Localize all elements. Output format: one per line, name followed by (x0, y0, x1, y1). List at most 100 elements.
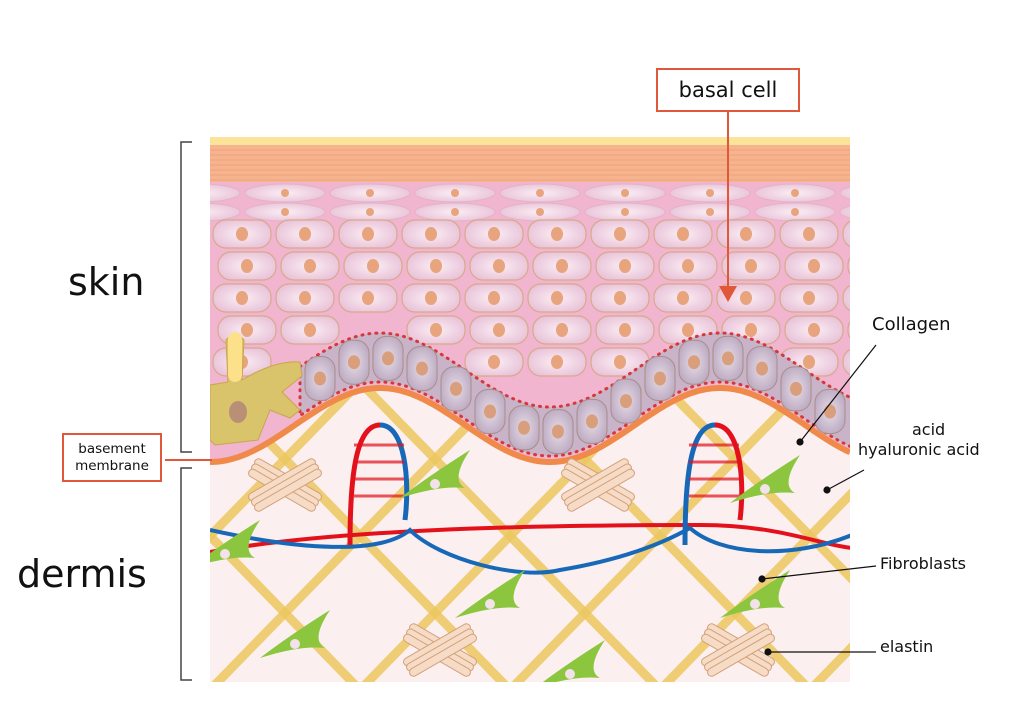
cell-nucleus (677, 291, 689, 305)
dermis-bracket (180, 467, 192, 681)
capillary-loop (379, 422, 410, 521)
fibroblasts (210, 450, 800, 682)
fibroblast (542, 640, 605, 682)
cell-nucleus (621, 208, 629, 216)
cell-nucleus (745, 259, 757, 273)
cell-nucleus (488, 291, 500, 305)
cell-nucleus (450, 381, 462, 396)
cell-nucleus (416, 361, 428, 376)
cell-nucleus (488, 355, 500, 369)
fibroblast-nucleus (430, 479, 440, 489)
fibroblast (260, 610, 330, 658)
cell-nucleus (366, 189, 374, 197)
basal-cell-label: basal cell (678, 78, 778, 102)
basal-cell-arrowhead (719, 286, 737, 302)
cell-nucleus (866, 291, 878, 305)
hyaluronic-acid-label: hyaluronic acid (858, 440, 980, 459)
acid-label: acid (912, 420, 946, 439)
basement-membrane-label-line1: basement (78, 441, 146, 457)
artery (210, 522, 850, 554)
cell-nucleus (706, 208, 714, 216)
cell-nucleus (871, 259, 883, 273)
basement-membrane-callout: basement membrane (62, 433, 162, 482)
cell-nucleus (552, 424, 564, 439)
flat-cell (210, 183, 241, 203)
cell-nucleus (536, 208, 544, 216)
capillary-loop (714, 422, 745, 521)
cell-nucleus (614, 291, 626, 305)
cell-nucleus (314, 371, 326, 386)
cell-nucleus (682, 323, 694, 337)
cell-nucleus (304, 323, 316, 337)
stratum-corneum (210, 145, 850, 182)
leader-lines (758, 344, 877, 656)
cell-nucleus (688, 355, 700, 370)
cell-nucleus (551, 227, 563, 241)
cell-nucleus (654, 371, 666, 386)
cell-nucleus (756, 361, 768, 376)
fibroblast (400, 450, 470, 498)
top-surface-layer (210, 137, 850, 145)
fibroblast-nucleus (565, 669, 575, 679)
cell-nucleus (682, 259, 694, 273)
cell-nucleus (621, 189, 629, 197)
elastin-fiber (567, 468, 635, 512)
cell-nucleus (366, 208, 374, 216)
cell-nucleus (803, 355, 815, 369)
collagen-fiber (210, 382, 214, 389)
elastin-fiber (707, 633, 775, 677)
cell-nucleus (281, 189, 289, 197)
collagen-fiber (960, 382, 1024, 690)
cell-nucleus (790, 381, 802, 396)
cell-nucleus (586, 414, 598, 429)
fibroblast-nucleus (485, 599, 495, 609)
elastin-fiber (254, 468, 322, 512)
flat-cell (839, 186, 850, 200)
cell-nucleus (196, 208, 204, 216)
collagen-label: Collagen (872, 314, 951, 335)
cell-nucleus (430, 323, 442, 337)
cell-nucleus (619, 259, 631, 273)
collagen-fiber (960, 382, 1024, 690)
fibroblast-nucleus (220, 549, 230, 559)
cell-nucleus (745, 323, 757, 337)
cell-nucleus (824, 404, 836, 419)
fibroblast (730, 455, 800, 503)
cell-nucleus (556, 323, 568, 337)
cell-nucleus (614, 355, 626, 369)
collagen-fiber (0, 382, 210, 690)
spinous-cell (847, 321, 850, 339)
cell-nucleus (451, 189, 459, 197)
cell-nucleus (740, 227, 752, 241)
skin-label: skin (68, 260, 145, 304)
blood-vessels (210, 422, 850, 575)
fibroblasts-label: Fibroblasts (880, 554, 967, 573)
cell-nucleus (299, 291, 311, 305)
melanocyte (210, 332, 303, 446)
collagen-fiber (210, 378, 364, 543)
cell-nucleus (876, 189, 884, 197)
collagen-fiber (0, 382, 60, 690)
flat-cell (210, 202, 241, 222)
cell-nucleus (281, 208, 289, 216)
cell-nucleus (866, 227, 878, 241)
cell-nucleus (791, 208, 799, 216)
fibroblast (455, 570, 525, 618)
basal-cell-layer (298, 331, 850, 458)
cell-nucleus (304, 259, 316, 273)
cell-nucleus (493, 259, 505, 273)
dermis-label: dermis (17, 552, 147, 596)
collagen-fiber (511, 378, 814, 682)
cell-nucleus (236, 227, 248, 241)
cell-nucleus (488, 227, 500, 241)
cell-nucleus (556, 259, 568, 273)
cell-nucleus (677, 227, 689, 241)
cell-nucleus (803, 227, 815, 241)
epidermal-cells (196, 183, 884, 377)
cell-nucleus (425, 227, 437, 241)
cell-nucleus (551, 291, 563, 305)
cell-nucleus (451, 208, 459, 216)
spinous-cell (842, 220, 850, 248)
cell-nucleus (536, 189, 544, 197)
